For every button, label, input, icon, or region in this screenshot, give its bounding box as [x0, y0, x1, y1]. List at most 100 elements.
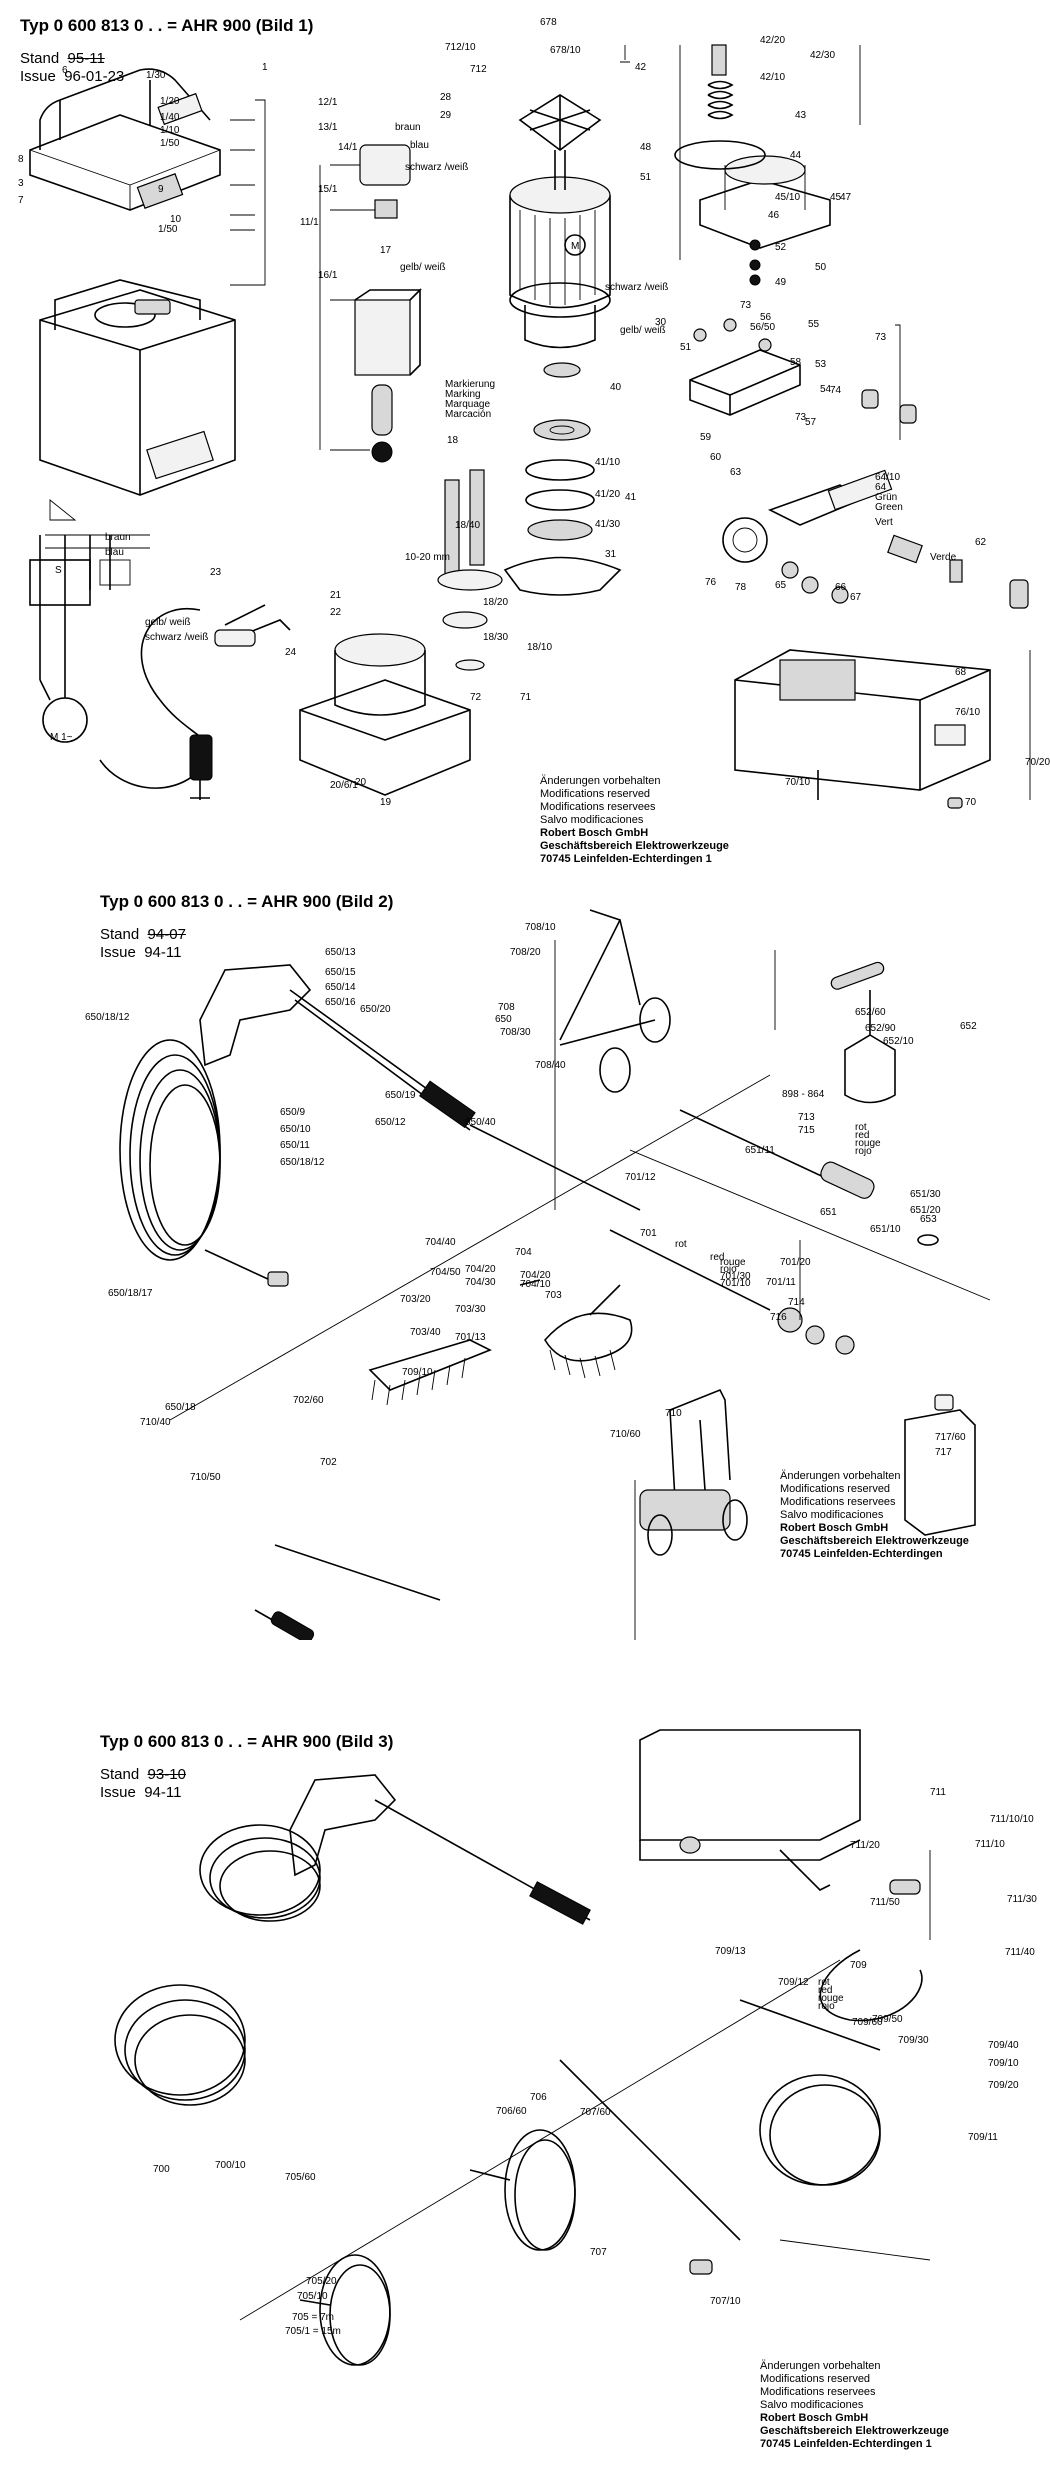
notice-block: Änderungen vorbehalten Modifications res… — [780, 1470, 969, 1561]
part-number-label: 1/20 — [160, 96, 180, 107]
part-number-label: 709 — [850, 1960, 867, 1971]
part-number-label: 51 — [680, 342, 692, 353]
part-number-label: rot — [855, 1122, 867, 1133]
part-number-label: 650/10 — [280, 1124, 311, 1135]
part-number-label: 18/40 — [455, 520, 480, 531]
part-number-label: 709/30 — [898, 2035, 929, 2046]
part-number-label: 62 — [975, 537, 987, 548]
notice-line: Modifications reserved — [760, 2373, 871, 2385]
part-number-label: 701/10 — [720, 1278, 751, 1289]
part-number-label: 73 — [795, 412, 807, 423]
part-number-label: 678 — [540, 17, 557, 28]
part-number-label: rojo — [818, 2001, 835, 2012]
part-number-label: 47 — [840, 192, 852, 203]
part-number-label: 78 — [735, 582, 747, 593]
part-number-label: 711/10 — [975, 1839, 1005, 1850]
part-number-label: 650/20 — [360, 1004, 391, 1015]
part-number-label: 651/20 — [910, 1205, 941, 1216]
part-number-label: 23 — [210, 567, 222, 578]
part-number-label: 711/30 — [1007, 1894, 1037, 1905]
part-number-label: 709/10 — [988, 2058, 1019, 2069]
part-number-label: blau — [410, 140, 429, 151]
stand-issue-block: Stand 93-10 Issue 94-11 — [100, 1766, 186, 1802]
part-number-label: 650/16 — [325, 997, 356, 1008]
stand-value: 94-07 — [147, 926, 186, 943]
part-number-label: rojo — [855, 1146, 872, 1157]
sheet-bild-3: Typ 0 600 813 0 . . = AHR 900 (Bild 3) S… — [0, 1720, 1050, 2477]
part-number-label: 650/15 — [325, 967, 356, 978]
part-number-label: 702 — [320, 1457, 337, 1468]
stand-label: Stand — [20, 50, 60, 67]
part-number-label: schwarz /weiß — [605, 282, 668, 293]
part-number-label: 705/20 — [306, 2276, 337, 2287]
part-number-label: 55 — [808, 319, 820, 330]
brush-drawing — [368, 1279, 633, 1406]
part-number-label: 1/50 — [158, 224, 178, 235]
part-number-label: 46 — [768, 210, 780, 221]
part-number-label: 700 — [153, 2164, 170, 2175]
part-number-label: 651/11 — [745, 1145, 775, 1156]
part-number-label: 56/50 — [750, 322, 775, 333]
part-number-label: 41/30 — [595, 519, 620, 530]
part-number-label: 708/20 — [510, 947, 541, 958]
part-number-label: 653 — [920, 1214, 937, 1225]
part-number-label: Marking — [445, 389, 481, 400]
hose-coil-drawing — [119, 1039, 289, 1287]
part-number-label: 7 — [18, 195, 24, 206]
part-number-label: 650/18/12 — [85, 1012, 130, 1023]
notice-line: Geschäftsbereich Elektrowerkzeuge — [760, 2425, 949, 2437]
part-number-label: 72 — [470, 692, 482, 703]
pump-drawing — [674, 44, 917, 424]
part-number-label: 701/20 — [780, 1257, 811, 1268]
part-number-label: 70/10 — [785, 777, 810, 788]
switch-assembly-drawing — [319, 144, 422, 463]
power-cable-drawing — [99, 607, 213, 800]
part-number-label: 709/11 — [968, 2132, 998, 2143]
part-number-label: 42/20 — [760, 35, 785, 46]
part-number-label: 76/10 — [955, 707, 980, 718]
part-number-label: 701/11 — [766, 1277, 796, 1288]
part-number-label: Marquage — [445, 399, 490, 410]
part-number-label: 701/30 — [720, 1271, 751, 1282]
part-number-label: 6 — [62, 65, 68, 76]
notice-line: Salvo modificaciones — [780, 1509, 884, 1521]
part-number-label: Vert — [875, 517, 893, 528]
part-number-label: 702/60 — [293, 1395, 324, 1406]
notice-line: Modifications reserved — [540, 788, 651, 800]
part-number-label: Markierung — [445, 379, 495, 390]
stand-value: 95-11 — [67, 50, 105, 67]
part-number-label: 68 — [955, 667, 967, 678]
part-number-label: 42/30 — [810, 50, 835, 61]
part-number-label: 64/10 — [875, 472, 900, 483]
part-number-label: S — [55, 565, 62, 576]
part-number-label: rot — [818, 1977, 830, 1988]
spray-gun-drawing — [199, 964, 476, 1131]
part-number-label: 13/1 — [318, 122, 338, 133]
notice-line: Robert Bosch GmbH — [780, 1522, 889, 1534]
part-number-label: 703/30 — [455, 1304, 486, 1315]
part-number-label: 45/10 — [775, 192, 800, 203]
part-number-label: 1/30 — [146, 70, 166, 81]
part-number-label: 15/1 — [318, 184, 338, 195]
part-number-label: 703/20 — [400, 1294, 431, 1305]
notice-line: Robert Bosch GmbH — [540, 827, 649, 839]
part-number-label: 28 — [440, 92, 452, 103]
part-number-label: 1 — [262, 62, 268, 73]
part-number-label: 41/10 — [595, 457, 620, 468]
part-number-label: 29 — [440, 110, 452, 121]
part-number-label: 706/60 — [496, 2106, 527, 2117]
hose-coil-drawing — [114, 1824, 881, 2366]
part-number-label: 701/13 — [455, 1332, 486, 1343]
stand-issue-block: Stand 94-07 Issue 94-11 — [100, 926, 186, 962]
part-number-label: 41/20 — [595, 489, 620, 500]
part-number-label: 710 — [665, 1408, 682, 1419]
part-number-label: 64 — [875, 482, 887, 493]
sheet-title: Typ 0 600 813 0 . . = AHR 900 (Bild 1) — [20, 16, 314, 35]
part-number-label: 703 — [545, 1290, 562, 1301]
part-number-label: 18/30 — [483, 632, 508, 643]
spray-gun-drawing — [289, 1774, 591, 1925]
part-number-label: 51 — [640, 172, 652, 183]
part-number-label: 10 — [170, 214, 182, 225]
part-number-label: 704/30 — [465, 1277, 496, 1288]
part-number-label: 709/50 — [872, 2014, 903, 2025]
